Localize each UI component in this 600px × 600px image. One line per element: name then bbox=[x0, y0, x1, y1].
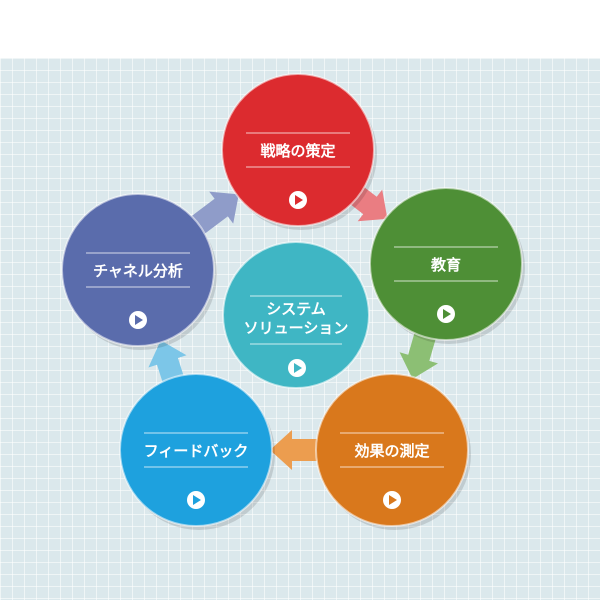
center-label-line-1: システム bbox=[266, 300, 326, 318]
node-measurement-circle bbox=[315, 373, 469, 527]
node-channel-circle bbox=[61, 193, 215, 347]
arrow-measurement-to-feedback bbox=[270, 430, 326, 470]
node-strategy-label: 戦略の策定 bbox=[260, 142, 335, 160]
node-feedback-circle bbox=[119, 373, 273, 527]
node-measurement-label: 効果の測定 bbox=[354, 442, 429, 460]
play-button-icon[interactable] bbox=[383, 491, 401, 509]
node-channel-label: チャネル分析 bbox=[93, 262, 183, 280]
center-node[interactable]: システム ソリューション bbox=[222, 241, 370, 389]
play-button-icon[interactable] bbox=[187, 491, 205, 509]
node-education-label: 教育 bbox=[430, 256, 461, 274]
node-education[interactable]: 教育 bbox=[369, 187, 525, 344]
node-strategy-circle bbox=[221, 73, 375, 227]
node-channel[interactable]: チャネル分析 bbox=[61, 193, 217, 350]
node-feedback-label: フィードバック bbox=[144, 442, 249, 460]
node-feedback[interactable]: フィードバック bbox=[119, 373, 275, 530]
center-node-circle bbox=[222, 241, 370, 389]
play-button-icon[interactable] bbox=[437, 305, 455, 323]
node-education-circle bbox=[369, 187, 523, 341]
center-label-line-2: ソリューション bbox=[244, 319, 349, 337]
node-measurement[interactable]: 効果の測定 bbox=[315, 373, 471, 530]
play-button-icon[interactable] bbox=[129, 311, 147, 329]
play-button-icon[interactable] bbox=[288, 359, 306, 377]
node-strategy[interactable]: 戦略の策定 bbox=[221, 73, 377, 230]
play-button-icon[interactable] bbox=[289, 191, 307, 209]
